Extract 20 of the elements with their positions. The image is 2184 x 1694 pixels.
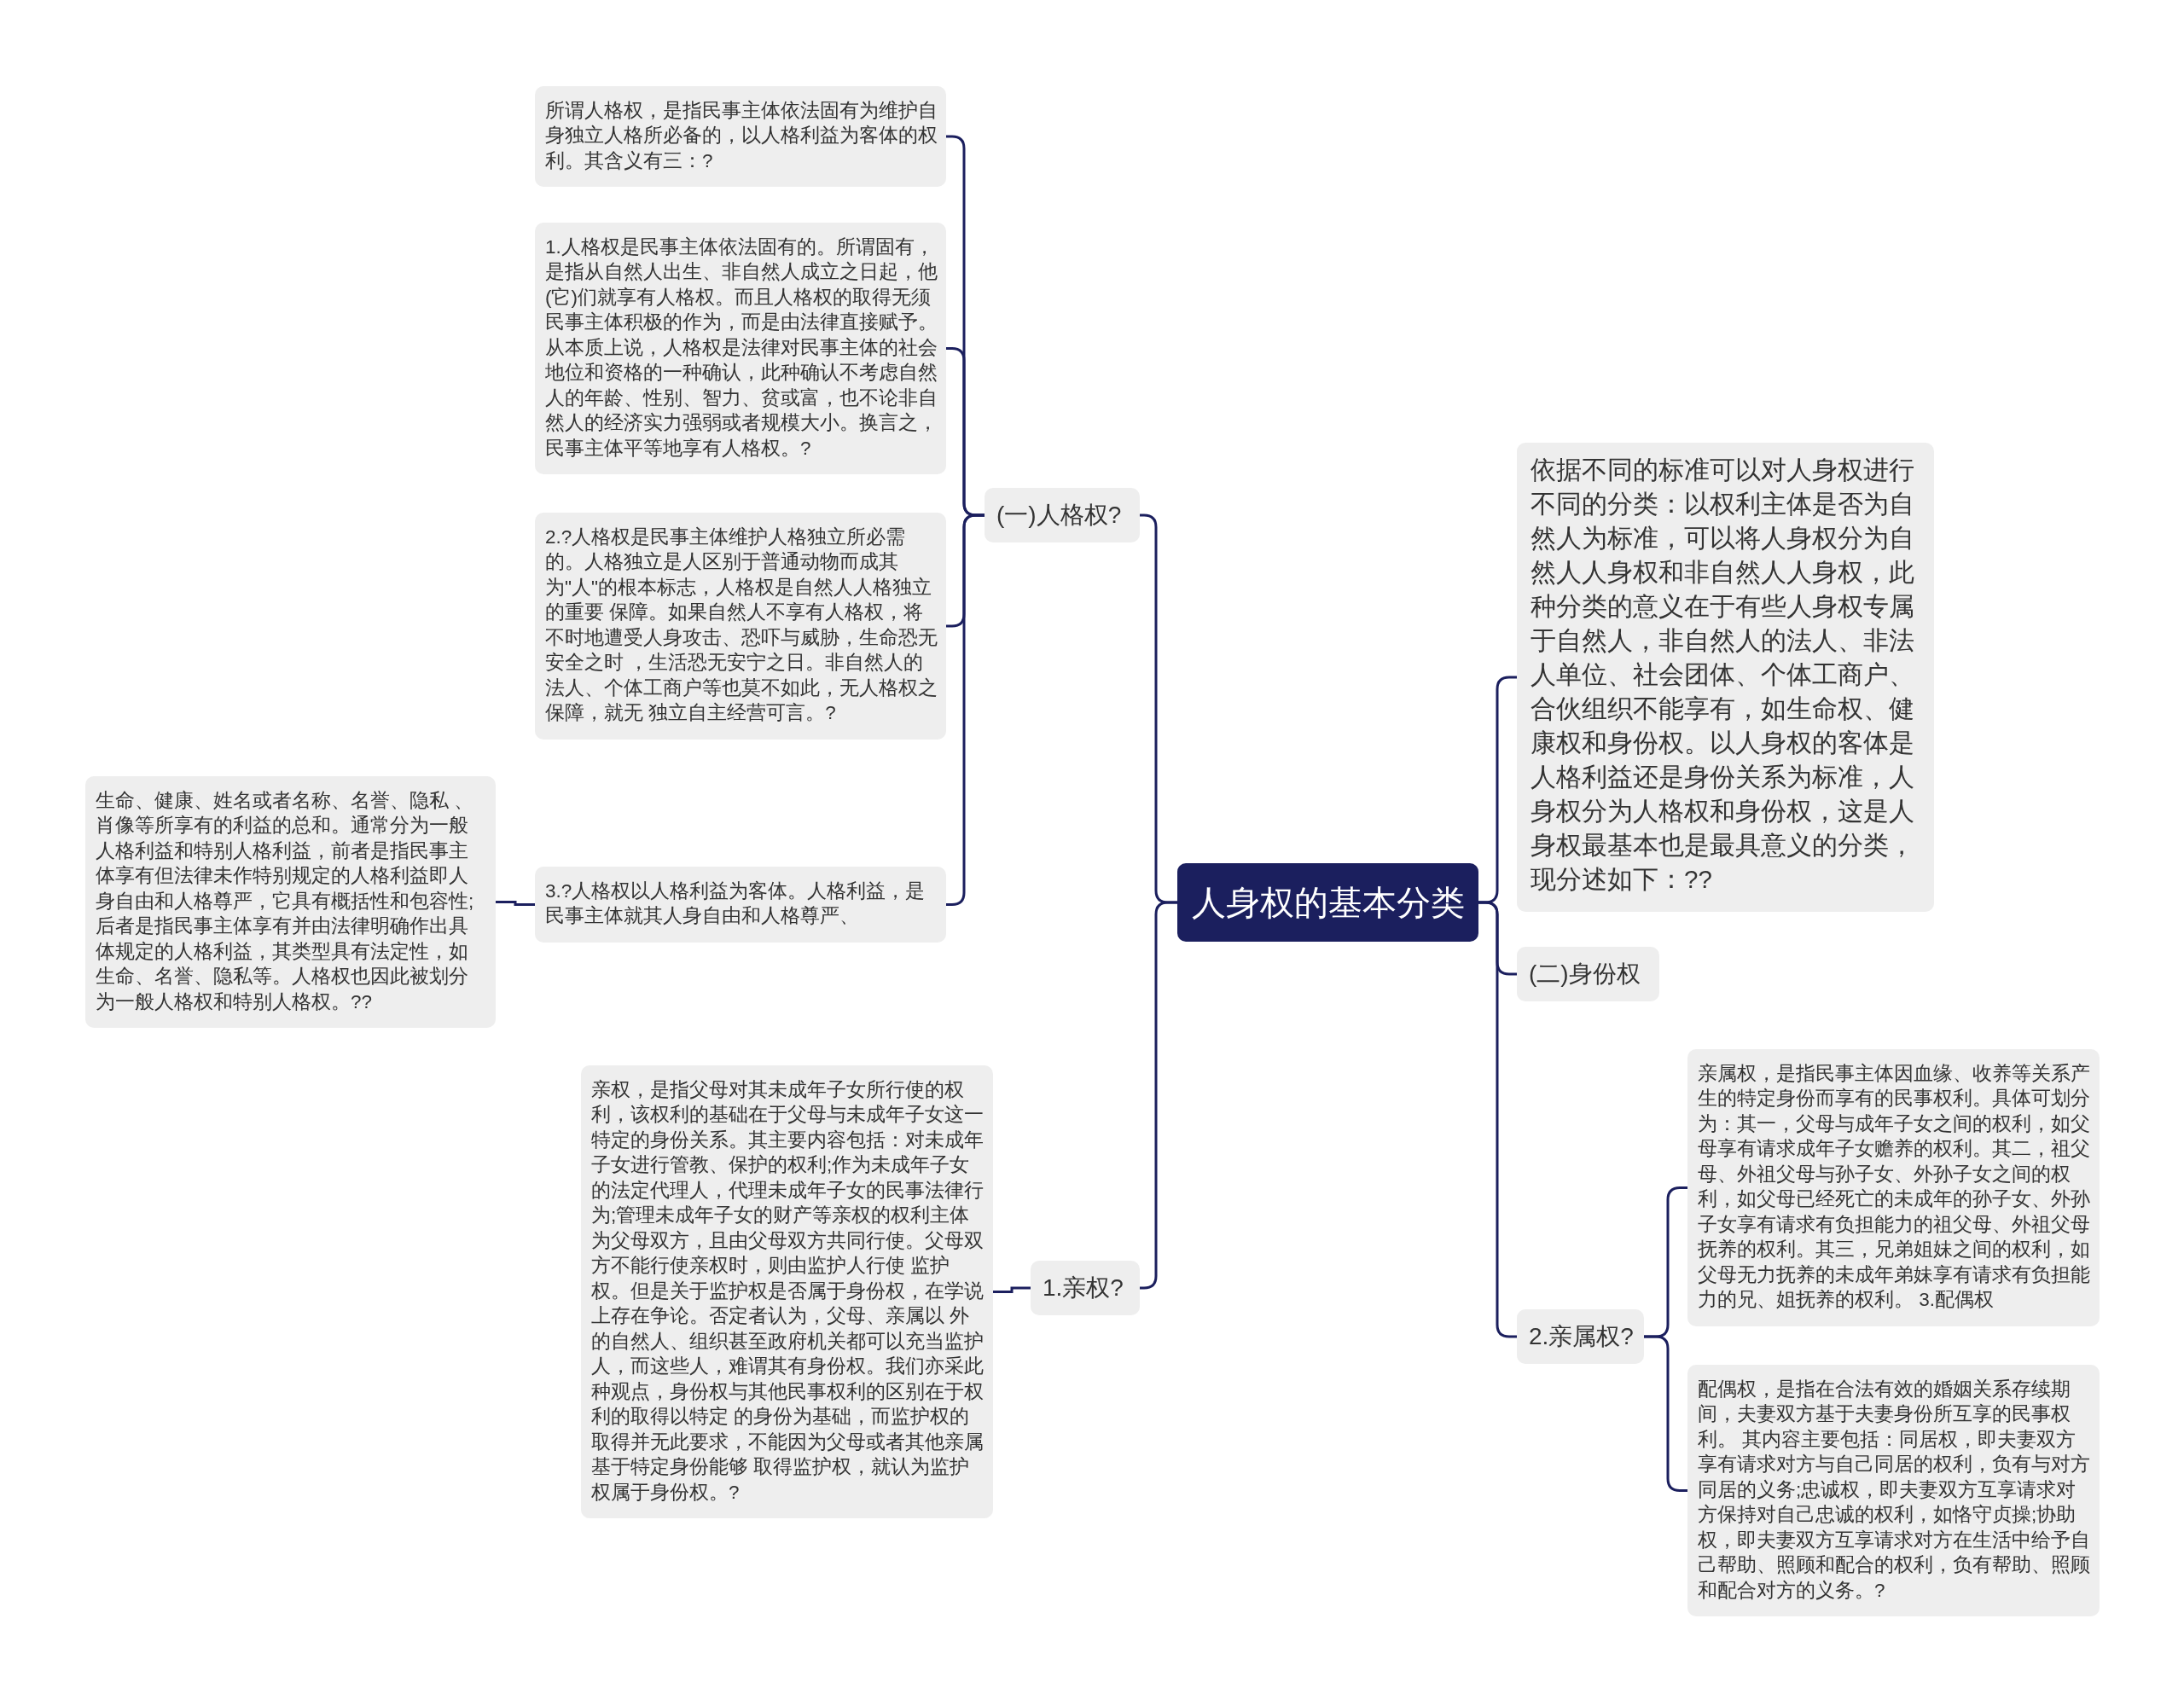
note-card: 配偶权，是指在合法有效的婚姻关系存续期间，夫妻双方基于夫妻身份所互享的民事权利。 其内容主要包括：同居权，即夫妻双方享有请求对方与自己同居的权利，负有与对方同居的义务;忠诚权，即夫妻双方互享请求对方保持对自己忠诚的权利，如恪守贞操;协助权，即夫妻双方互享请求对方在生活中给予自己帮助、照顾和配合的权利，负有帮助、照顾和配合对方的义务。? (1687, 1365, 2100, 1617)
branch-topic: 1.亲权? (1031, 1261, 1140, 1316)
note-card: 所谓人格权，是指民事主体依法固有为维护自身独立人格所必备的，以人格利益为客体的权利。其含义有三：? (535, 86, 946, 188)
central-topic: 人身权的基本分类 (1177, 863, 1478, 942)
connector-line (1140, 901, 1177, 1290)
branch-topic: 2.亲属权? (1517, 1309, 1644, 1365)
branch-topic: (二)身份权 (1517, 947, 1659, 1002)
note-card: 亲属权，是指民事主体因血缘、收养等关系产生的特定身份而享有的民事权利。具体可划分为：其一，父母与成年子女之间的权利，如父母享有请求成年子女赡养的权利。其二，祖父母、外祖父母与孙子女、外孙子女之间的权利，如父母已经死亡的未成年的孙子女、外孙子女享有请求有负担能力的祖父母、外祖父母抚养的权利。其三，兄弟姐妹之间的权利，如父母无力抚养的未成年弟妹享有请求有负担能力的兄、姐抚养的权利。 3.配偶权 (1687, 1049, 2100, 1326)
branch-topic: (一)人格权? (985, 488, 1140, 543)
note-card: 依据不同的标准可以对人身权进行不同的分类：以权利主体是否为自然人为标准，可以将人身权分为自然人人身权和非自然人人身权，此种分类的意义在于有些人身权专属于自然人，非自然人的法人、非法人单位、社会团体、个体工商户、合伙组织不能享有，如生命权、健康权和身份权。以人身权的客体是人格利益还是身份关系为标准，人身权分为人格权和身份权，这是人身权最基本也是最具意义的分类，现分述如下：?? (1517, 443, 1934, 912)
note-card: 亲权，是指父母对其未成年子女所行使的权利，该权利的基础在于父母与未成年子女这一特定的身份关系。其主要内容包括：对未成年子女进行管教、保护的权利;作为未成年子女的法定代理人，代理未成年子女的民事法律行为;管理未成年子女的财产等亲权的权利主体为父母双方，且由父母双方共同行使。父母双方不能行使亲权时，则由监护人行使 监护权。但是关于监护权是否属于身份权，在学说上存在争论。否定者认为，父母、亲属以 外的自然人、组织甚至政府机关都可以充当监护人，而这些人，难谓其有身份权。我们亦采此种观点，身份权与其他民事权利的区别在于权利的取得以特定 的身份为基础，而监护权的取得并无此要求，不能因为父母或者其他亲属基于特定身份能够 取得监护权，就认为监护权属于身份权。? (581, 1065, 993, 1518)
note-card: 1.人格权是民事主体依法固有的。所谓固有，是指从自然人出生、非自然人成立之日起，他(它)们就享有人格权。而且人格权的取得无须民事主体积极的作为，而是由法律直接赋予。从本质上说，人格权是法律对民事主体的社会地位和资格的一种确认，此种确认不考虑自然人的年龄、性别、智力、贫或富，也不论非自然人的经济实力强弱或者规模大小。换言之，民事主体平等地享有人格权。? (535, 223, 946, 475)
connector-line (993, 1286, 1031, 1293)
connector-line (1478, 901, 1517, 1338)
note-card: 生命、健康、姓名或者名称、名誉、隐私 、肖像等所享有的利益的总和。通常分为一般人格利益和特别人格利益，前者是指民事主体享有但法律未作特别规定的人格利益即人身自由和人格尊严，它具有概括性和包容性;后者是指民事主体享有并由法律明确作出具体规定的人格利益，其类型具有法定性，如生命、名誉、隐私等。人格权也因此被划分为一般人格权和特别人格权。?? (85, 776, 496, 1029)
note-card: 2.?人格权是民事主体维护人格独立所必需的。人格独立是人区别于普通动物而成其为"人"的根本标志，人格权是自然人人格独立的重要 保障。如果自然人不享有人格权，将不时地遭受人身攻击、恐吓与威胁，生命恐无安全之时 ，生活恐无安宁之日。非自然人的法人、个体工商户等也莫不如此，无人格权之保障，就无 独立自主经营可言。? (535, 513, 946, 740)
note-card: 3.?人格权以人格利益为客体。人格利益，是民事主体就其人身自由和人格尊严、 (535, 867, 946, 943)
connector-line (946, 513, 985, 906)
connector-line (496, 901, 535, 906)
connector-line (1644, 1335, 1687, 1492)
